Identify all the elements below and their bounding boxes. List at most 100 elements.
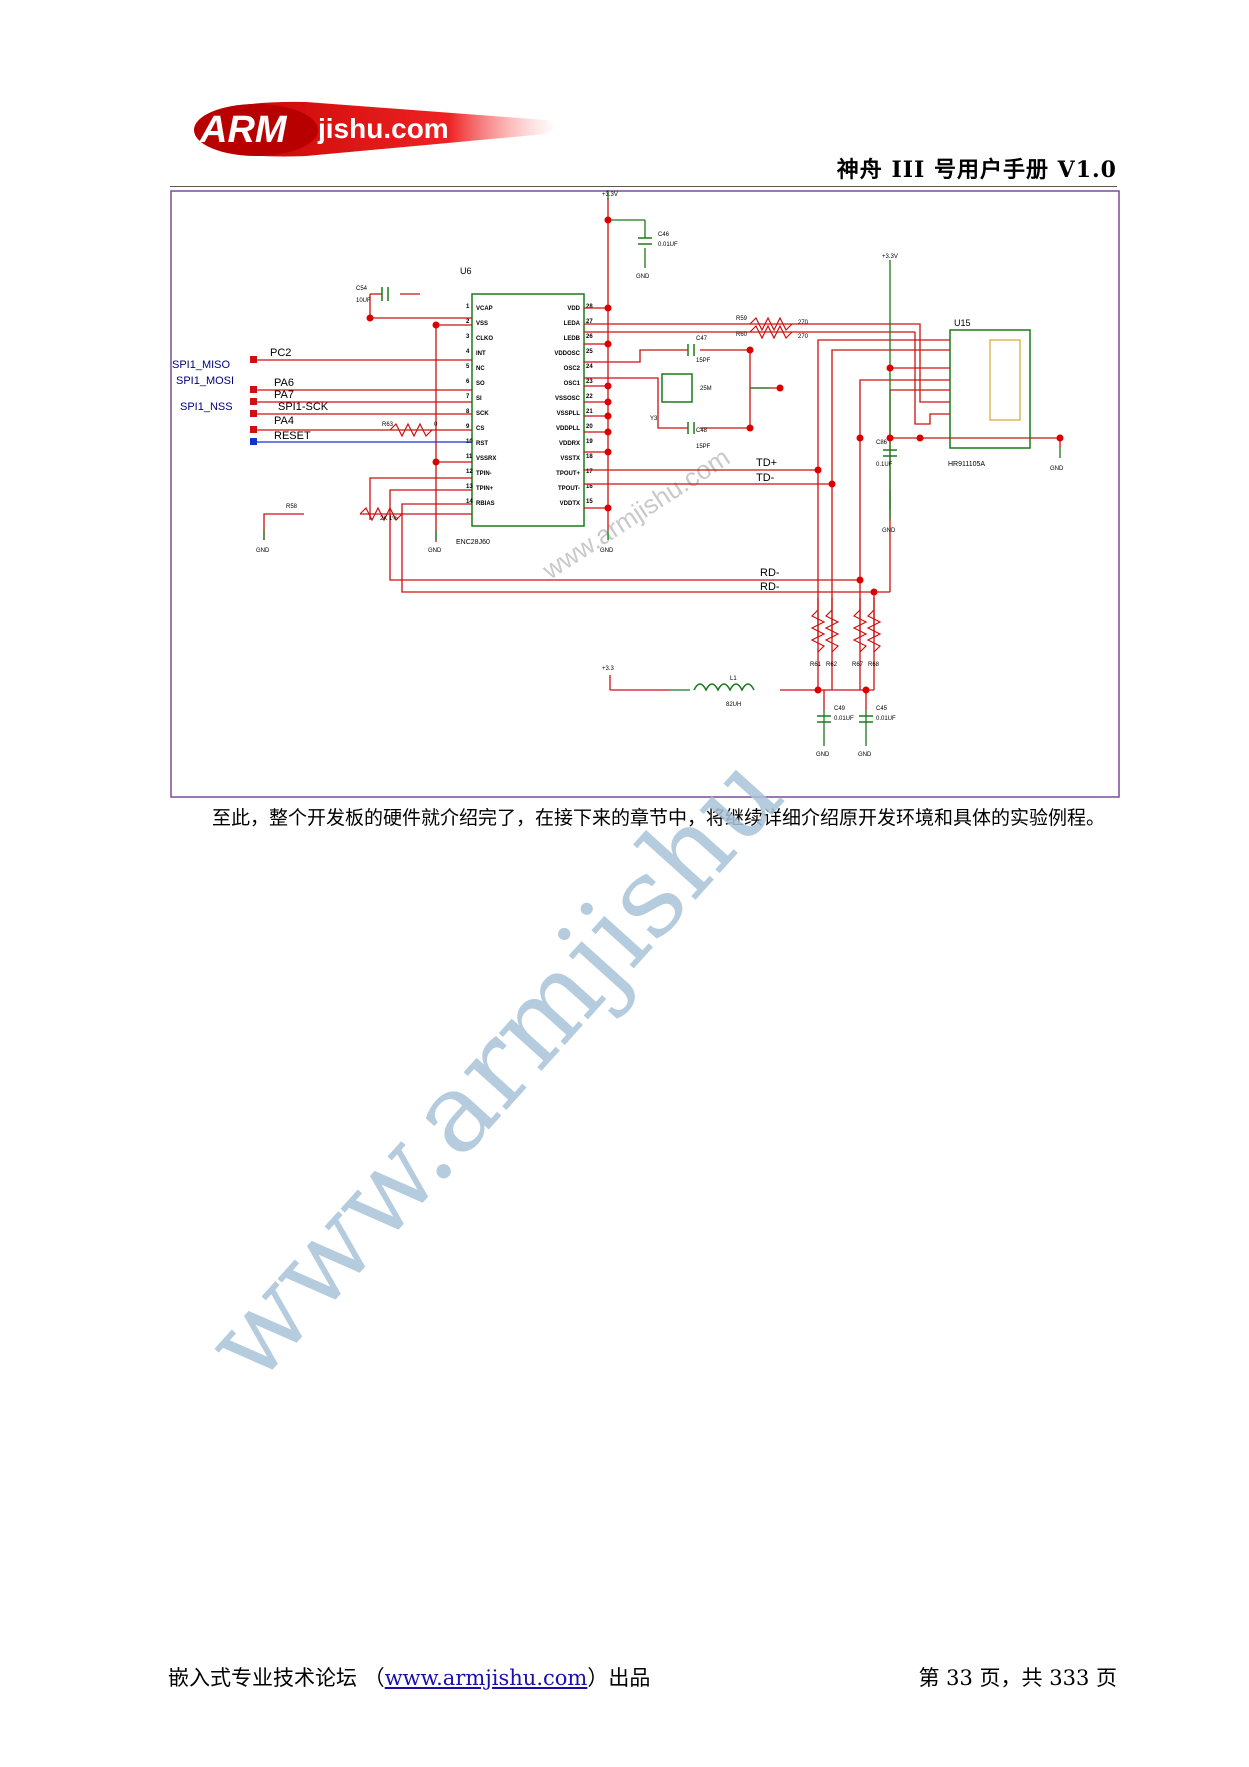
junction-0 [604, 216, 612, 224]
left-pin-13: TPIN+ [476, 486, 494, 492]
left-pin-num-3: 3 [466, 334, 470, 340]
svg-text:C48: C48 [696, 428, 708, 434]
right-pin-12: TPOUT+ [556, 471, 580, 477]
junction-12 [746, 346, 754, 354]
right-pin-num-16: 16 [586, 484, 593, 490]
svg-text:GND: GND [636, 274, 650, 280]
svg-text:R58: R58 [286, 504, 298, 510]
left-pin-8: SCK [476, 411, 489, 417]
left-pin-num-4: 4 [466, 349, 470, 355]
svg-text:R61: R61 [810, 662, 822, 668]
svg-text:C46: C46 [658, 232, 670, 238]
footer-suffix: ）出品 [587, 1666, 651, 1690]
svg-text:C54: C54 [356, 286, 368, 292]
svg-text:0.1UF: 0.1UF [876, 462, 893, 468]
junction-24 [814, 686, 822, 694]
inductor-l1 [693, 683, 755, 692]
left-pin-num-11: 11 [466, 454, 473, 460]
right-pin-2: LEDA [564, 321, 581, 327]
svg-text:0.01UF: 0.01UF [876, 716, 896, 722]
svg-text:GND: GND [1050, 466, 1064, 472]
svg-text:+3.3V: +3.3V [882, 254, 898, 260]
junction-2 [604, 340, 612, 348]
right-pin-num-17: 17 [586, 469, 593, 475]
right-pin-num-26: 26 [586, 334, 593, 340]
svg-text:0.01UF: 0.01UF [834, 716, 854, 722]
power-nets [263, 190, 1061, 746]
footer-link[interactable]: www.armjishu.com [384, 1666, 588, 1690]
net-pc2: PC2 [270, 347, 291, 359]
right-pin-7: VSSOSC [555, 396, 581, 402]
right-pin-1: VDD [567, 306, 580, 312]
net-pa4: PA4 [274, 415, 294, 427]
net-pa7: PA7 [274, 389, 294, 401]
right-pin-8: VSSPLL [557, 411, 581, 417]
junction-11 [366, 314, 374, 322]
right-pin-num-28: 28 [586, 304, 593, 310]
svg-text:C47: C47 [696, 336, 708, 342]
right-pin-num-21: 21 [586, 409, 593, 415]
svg-text:GND: GND [428, 548, 442, 554]
left-pin-1: VCAP [476, 306, 493, 312]
document-title: 神舟 III 号用户手册 V1.0 [836, 157, 1117, 183]
svg-text:C45: C45 [876, 706, 888, 712]
junction-6 [604, 428, 612, 436]
magnetics [989, 339, 1021, 421]
body-paragraph: 至此，整个开发板的硬件就介绍完了，在接下来的章节中，将继续详细介绍原开发环境和具… [212, 807, 1106, 829]
svg-text:82UH: 82UH [726, 702, 741, 708]
net-td-minus: TD- [756, 472, 775, 484]
svg-text:jishu.com: jishu.com [317, 113, 449, 144]
schematic-watermark: www.armjishu.com [536, 442, 735, 586]
left-pin-num-5: 5 [466, 364, 470, 370]
net-reset: RESET [274, 430, 311, 442]
left-pin-num-14: 14 [466, 499, 473, 505]
left-pin-10: RST [476, 441, 488, 447]
right-pin-num-24: 24 [586, 364, 593, 370]
left-pin-11: VSSRX [476, 456, 496, 462]
schematic-border [170, 190, 1120, 798]
junction-20 [814, 466, 822, 474]
u15-name: HR911105A [948, 461, 985, 468]
junction-17 [856, 434, 864, 442]
header-rule [170, 186, 1117, 187]
footer-left: 嵌入式专业技术论坛 （www.armjishu.com）出品 [168, 1662, 650, 1692]
svg-text:15PF: 15PF [696, 358, 711, 364]
svg-text:L1: L1 [730, 676, 737, 682]
left-pin-5: NC [476, 366, 485, 372]
svg-text:25M: 25M [700, 386, 712, 392]
right-pin-6: OSC1 [564, 381, 581, 387]
left-pin-num-6: 6 [466, 379, 470, 385]
enc28j60-left-pins: VCAP1VSS2CLKO3INT4NC5SO6SI7SCK8CS9RST10V… [466, 304, 496, 507]
capacitors [381, 237, 897, 723]
svg-text:10UF: 10UF [356, 298, 371, 304]
left-pin-14: RBIAS [476, 501, 495, 507]
enc28j60-chip [471, 293, 585, 527]
right-pin-5: OSC2 [564, 366, 581, 372]
svg-text:+3.3V: +3.3V [602, 192, 618, 198]
net-td-plus: TD+ [756, 457, 777, 469]
crystal-y3 [661, 373, 693, 403]
svg-text:C49: C49 [834, 706, 846, 712]
left-pin-9: CS [476, 426, 484, 432]
junction-8 [604, 504, 612, 512]
junction-13 [746, 424, 754, 432]
left-net-markers [250, 356, 257, 433]
left-pin-6: SO [476, 381, 485, 387]
junction-4 [604, 398, 612, 406]
svg-text:R67: R67 [852, 662, 864, 668]
right-pin-14: VDDTX [560, 501, 580, 507]
left-pin-2: VSS [476, 321, 488, 327]
right-pin-11: VSSTX [560, 456, 580, 462]
junction-14 [776, 384, 784, 392]
right-pin-13: TPOUT- [558, 486, 580, 492]
signal-labels: SPI1_MISO SPI1_MOSI SPI1_NSS [172, 359, 234, 413]
svg-text:GND: GND [858, 752, 872, 758]
junction-9 [432, 321, 440, 329]
svg-text:GND: GND [256, 548, 270, 554]
svg-text:R60: R60 [736, 332, 748, 338]
svg-text:R63: R63 [382, 422, 394, 428]
right-pin-num-23: 23 [586, 379, 593, 385]
resistors [359, 316, 882, 653]
wires [254, 198, 1061, 710]
